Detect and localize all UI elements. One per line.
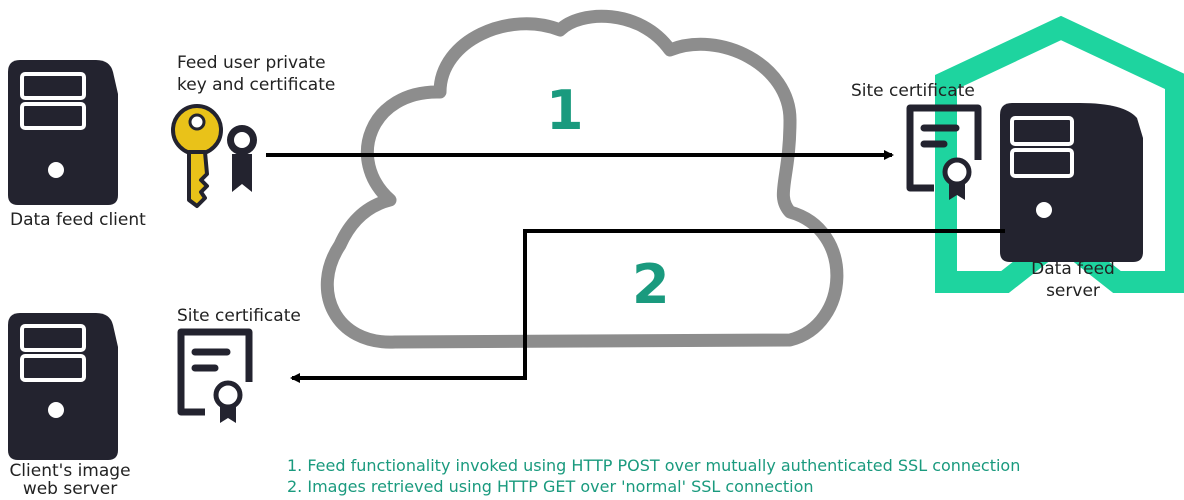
- feed-user-key-label-line1: Feed user private: [177, 53, 326, 73]
- legend-line-2: 2. Images retrieved using HTTP GET over …: [287, 477, 814, 496]
- data-feed-server-label-line2: server: [1046, 281, 1100, 301]
- cloud-icon: [320, 9, 844, 349]
- certificate-icon: [177, 328, 253, 423]
- certificate-icon: [906, 104, 982, 200]
- connection-arrow-2: [290, 229, 1005, 383]
- server-icon: [8, 313, 118, 460]
- server-icon: [8, 60, 118, 205]
- key-icon: [171, 104, 223, 208]
- data-feed-client-label: Data feed client: [10, 210, 146, 230]
- certificate-icon: [227, 125, 257, 192]
- step-number-1: 1: [546, 79, 584, 142]
- data-feed-server-label-line1: Data feed: [1031, 259, 1115, 279]
- server-icon: [1000, 103, 1143, 262]
- logo-icon: [935, 15, 1184, 293]
- legend-line-1: 1. Feed functionality invoked using HTTP…: [287, 456, 1021, 475]
- site-certificate-label-top: Site certificate: [851, 81, 975, 101]
- site-certificate-label-bottom: Site certificate: [177, 306, 301, 326]
- client-image-server-label-line1: Client's image: [9, 461, 131, 481]
- feed-user-key-label-line2: key and certificate: [177, 75, 336, 95]
- step-number-2: 2: [632, 253, 670, 316]
- client-image-server-label-line2: web server: [22, 479, 118, 499]
